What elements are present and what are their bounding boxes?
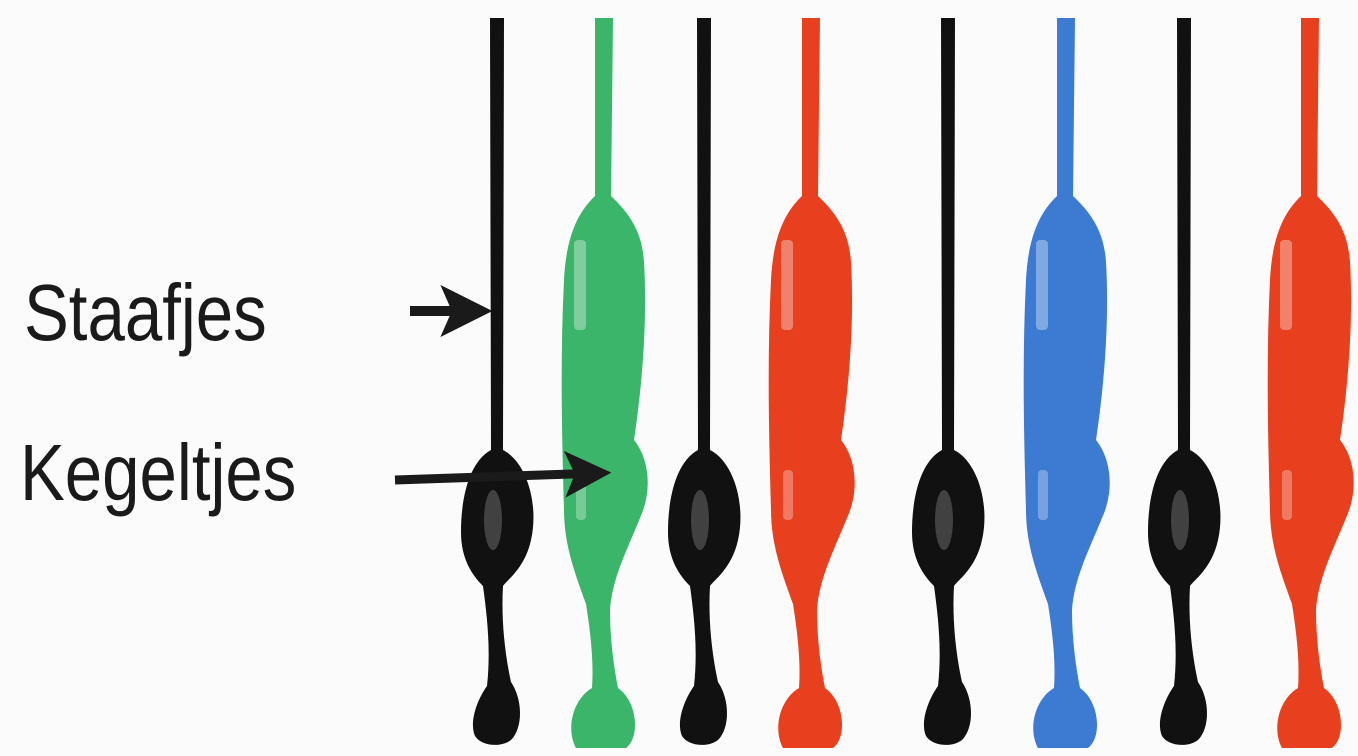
rod-highlight	[1171, 490, 1189, 550]
cone-highlight	[1036, 240, 1048, 330]
rod-highlight	[691, 490, 709, 550]
cones-label: Kegeltjes	[20, 427, 296, 517]
cone-highlight	[781, 240, 793, 330]
cone-highlight	[1282, 470, 1292, 520]
rod-highlight	[484, 490, 502, 550]
cone-highlight	[574, 240, 586, 330]
cone-highlight	[1038, 470, 1048, 520]
cone-highlight	[1280, 240, 1292, 330]
rods-label: Staafjes	[24, 267, 267, 357]
cone-highlight	[783, 470, 793, 520]
rod-highlight	[935, 490, 953, 550]
